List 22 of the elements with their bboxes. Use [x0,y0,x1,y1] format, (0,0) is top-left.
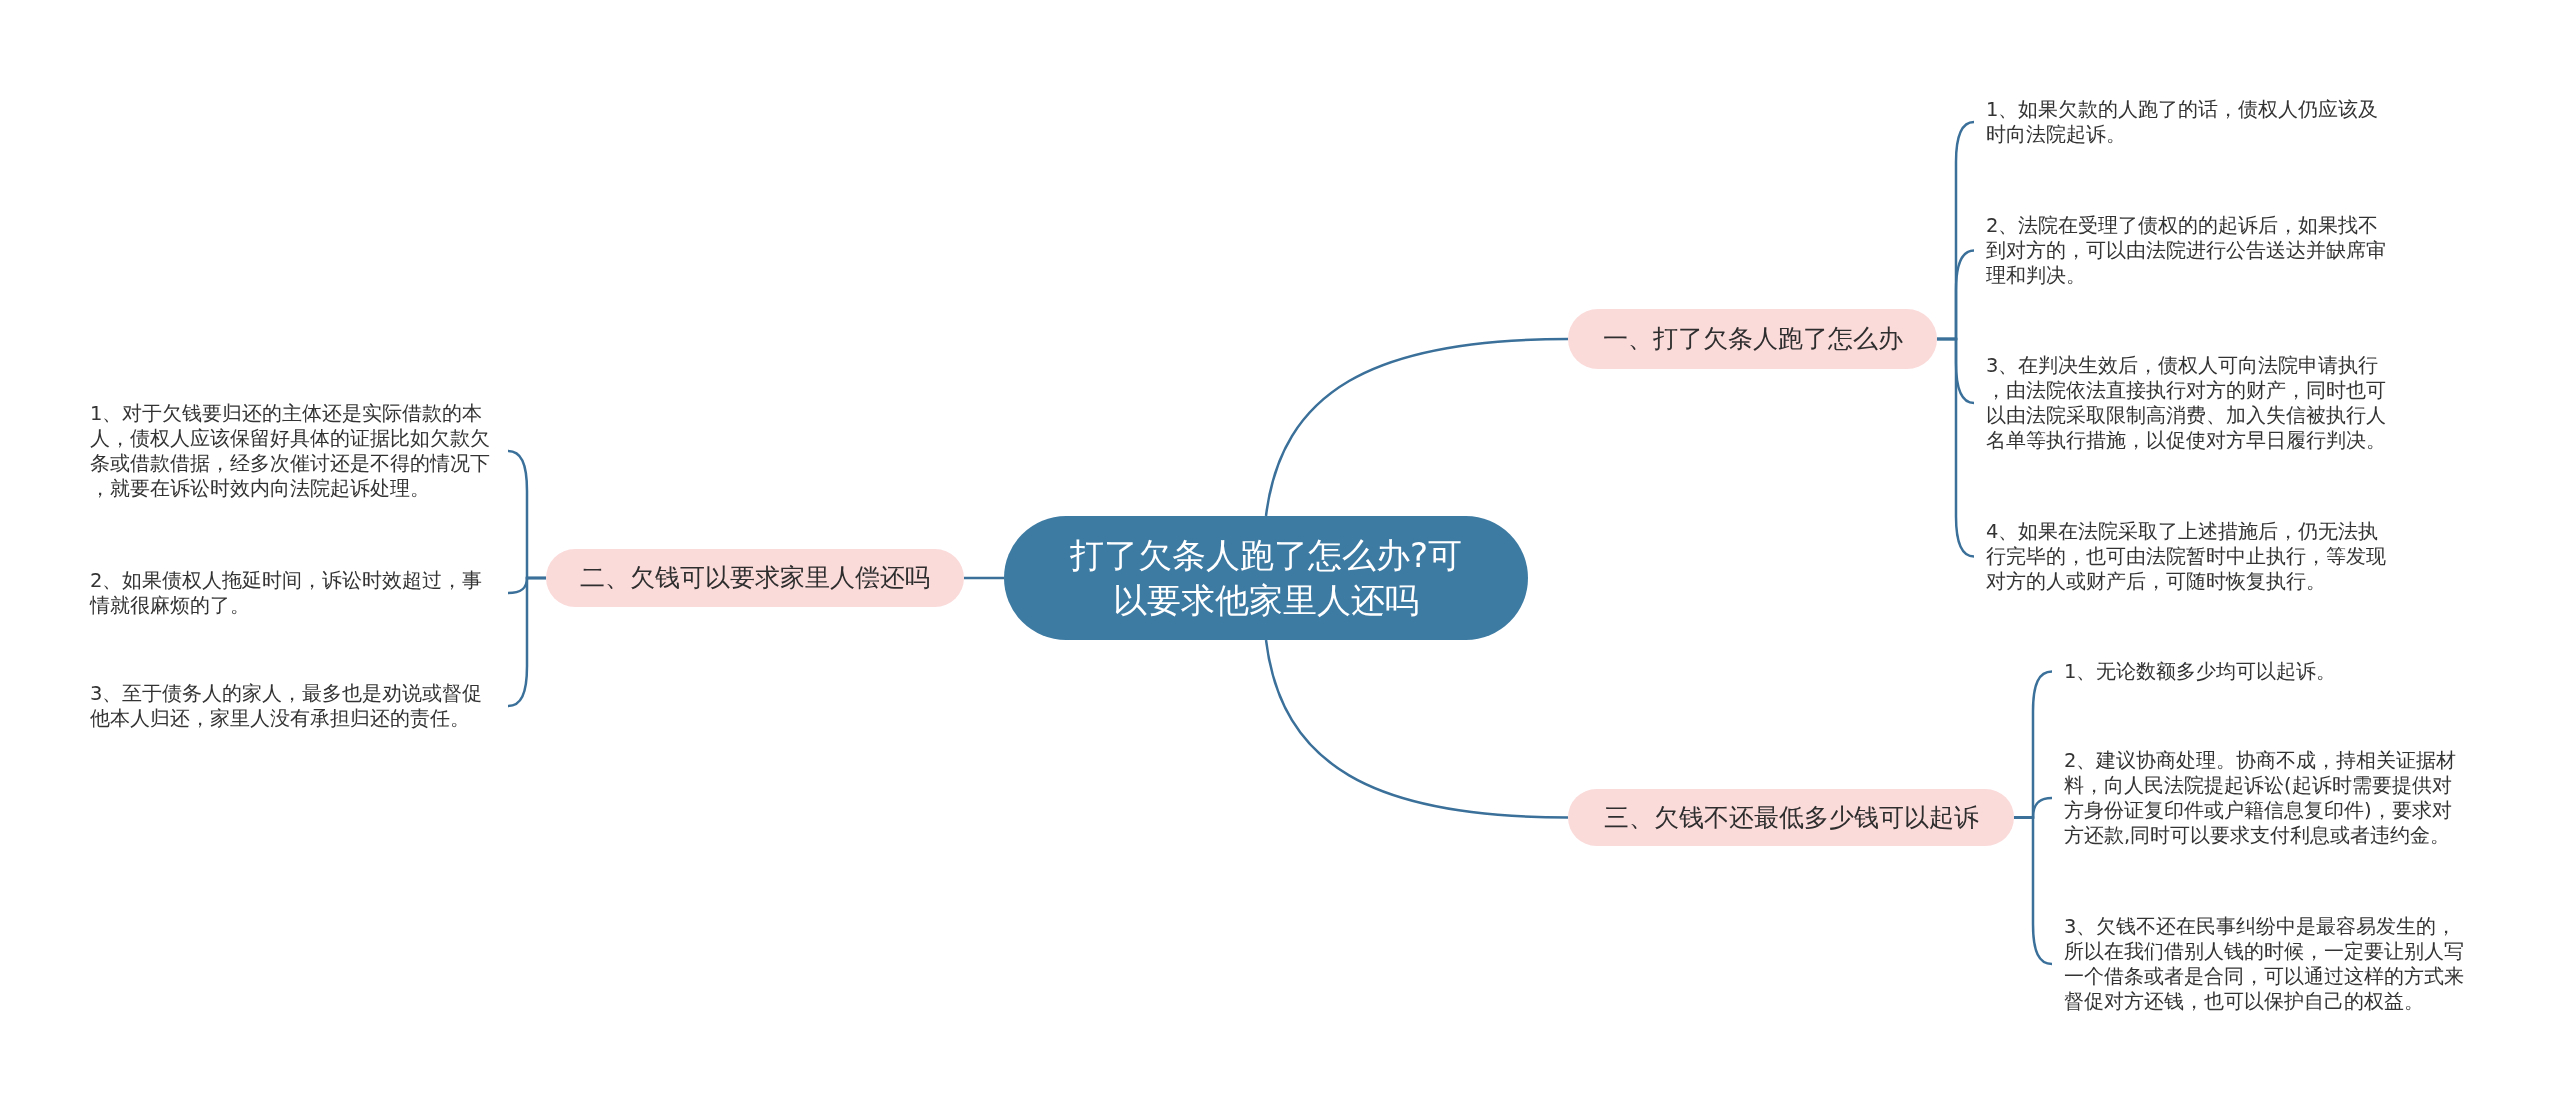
connector-line [2014,816,2053,966]
note-text: 2、法院在受理了债权的的起诉后，如果找不到对方的，可以由法院进行公告送达并缺席审理和判决。 [1974,213,2391,288]
note-text: 3、至于债务人的家人，最多也是劝说或督促他本人归还，家里人没有承担归还的责任。 [90,681,508,731]
connector-line [1264,337,1569,517]
topic-text: 一、打了欠条人跑了怎么办 [1602,323,1903,355]
note-text: 3、欠钱不还在民事纠纷中是最容易发生的，所以在我们借别人钱的时候，一定要让别人写一个借条或者是合同，可以通过这样的方式来督促对方还钱，也可以保护自己的权益。 [2052,914,2469,1014]
note-text: 1、对于欠钱要归还的主体还是实际借款的本人，债权人应该保留好具体的证据比如欠款欠条或借款借据，经多次催讨还是不得的情况下，就要在诉讼时效内向法院起诉处理。 [90,401,508,501]
topic-pill [1568,789,2014,846]
topic-text: 三、欠钱不还最低多少钱可以起诉 [1603,801,1979,834]
connector-line [1264,639,1569,819]
connector-line [964,576,1004,580]
note-text: 1、无论数额多少均可以起诉。 [2052,659,2469,684]
note-text: 2、如果债权人拖延时间，诉讼时效超过，事情就很麻烦的了。 [90,568,508,618]
topic-text: 二、欠钱可以要求家里人偿还吗 [580,562,930,594]
connector-line [1937,337,1975,558]
connector-line [507,576,546,708]
topic-pill [1568,309,1937,369]
note-text: 4、如果在法院采取了上述措施后，仍无法执行完毕的，也可由法院暂时中止执行，等发现对方的人或财产后，可随时恢复执行。 [1974,519,2391,594]
note-text: 1、如果欠款的人跑了的话，债权人仍应该及时向法院起诉。 [1974,97,2391,147]
central-topic-text: 打了欠条人跑了怎么办?可以要求他家里人还吗 [1068,534,1463,622]
note-text: 2、建议协商处理。协商不成，持相关证据材料，向人民法院提起诉讼(起诉时需要提供对方身份证复印件或户籍信息复印件)，要求对方还款,同时可以要求支付利息或者违约金。 [2052,748,2469,848]
note-text: 3、在判决生效后，债权人可向法院申请执行，由法院依法直接执行对方的财产，同时也可以由法院采取限制高消费、加入失信被执行人名单等执行措施，以促使对方早日履行判决。 [1974,353,2391,453]
